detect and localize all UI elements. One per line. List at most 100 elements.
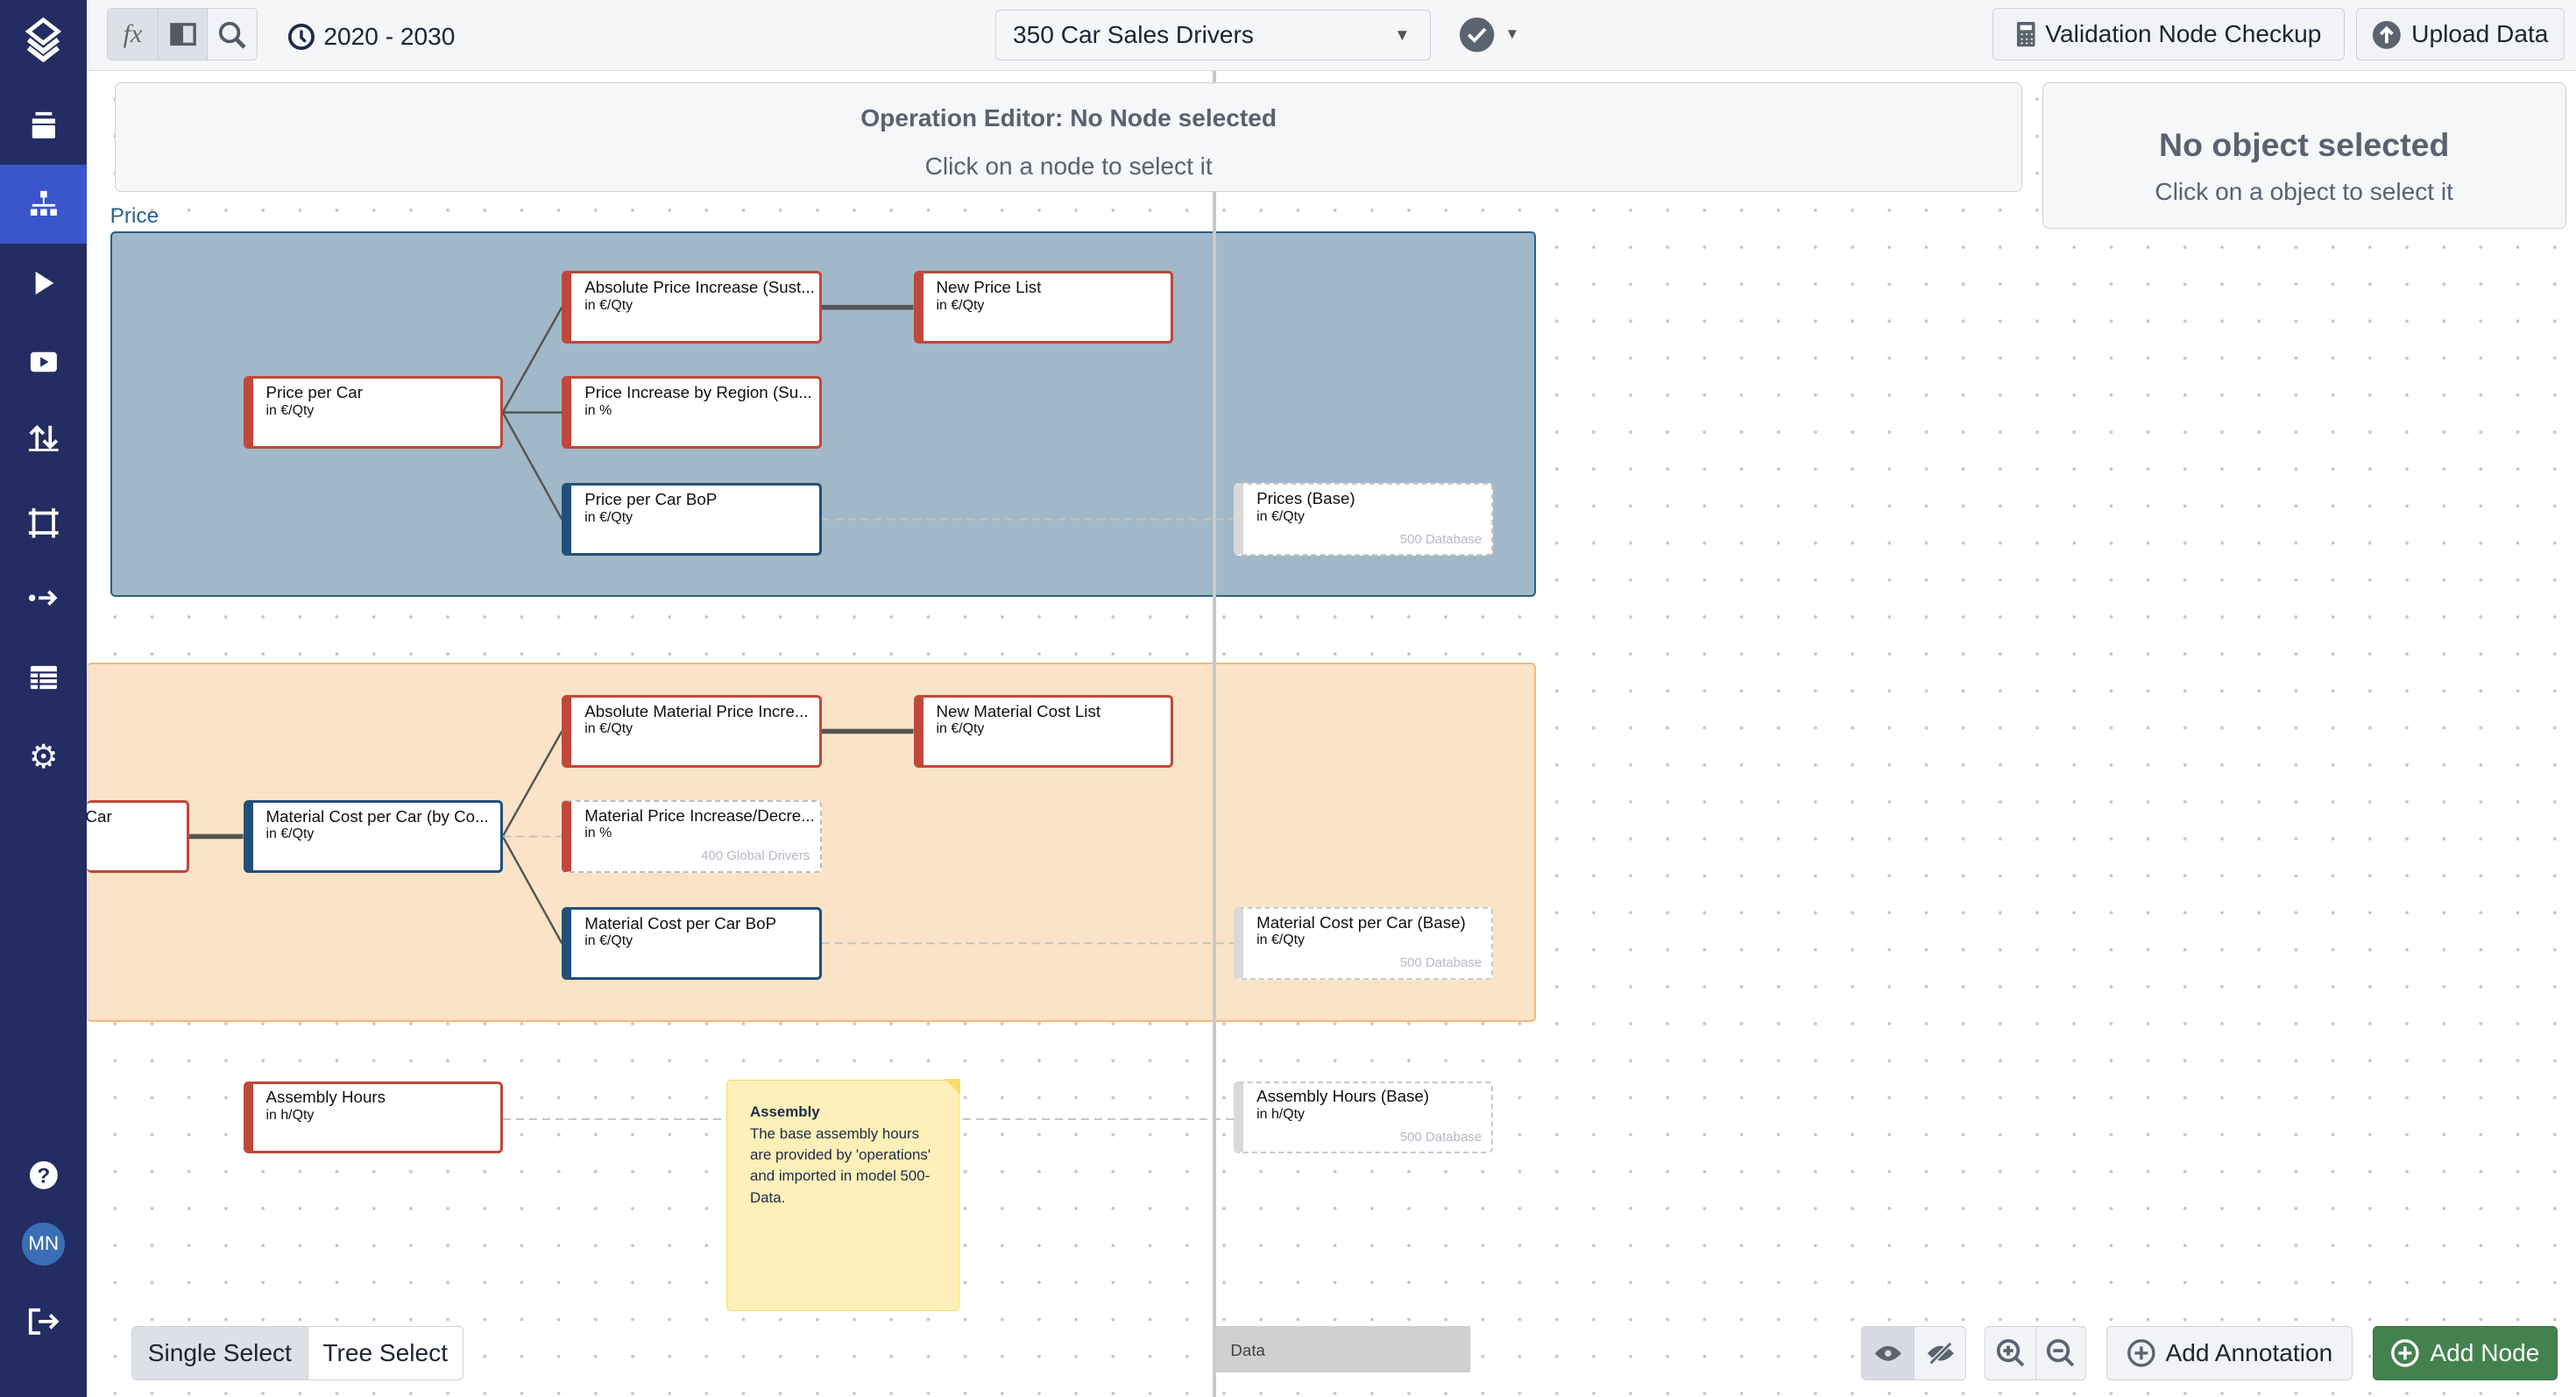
model-select[interactable]: 350 Car Sales Drivers▼ (995, 10, 1432, 61)
upload-data-button[interactable]: Upload Data (2355, 8, 2565, 61)
node-unit: in €/Qty (584, 933, 633, 949)
object-panel-title: No object selected (2159, 125, 2450, 163)
table-icon[interactable] (0, 638, 87, 717)
node-unit: in €/Qty (1256, 508, 1305, 524)
node-unit: in €/Qty (936, 297, 985, 313)
search-icon (219, 21, 247, 49)
chevron-down-icon: ▼ (1394, 25, 1411, 45)
search-button[interactable] (208, 9, 257, 60)
node-source: 500 Database (1399, 1130, 1483, 1145)
validation-node-checkup-button[interactable]: Validation Node Checkup (1992, 8, 2345, 61)
sitemap-icon[interactable] (0, 164, 88, 244)
operation-editor-subtitle: Click on a node to select it (924, 152, 1213, 180)
edge (501, 730, 563, 944)
eye-slash-icon (1927, 1341, 1954, 1365)
import-export-icon[interactable] (0, 398, 87, 477)
node-car-partial[interactable]: Car (87, 800, 189, 873)
node-name: New Material Cost List (936, 701, 1101, 720)
archive-icon[interactable] (0, 86, 87, 165)
avatar[interactable]: MN (0, 1204, 87, 1283)
upload-icon (2373, 20, 2401, 49)
tree-select-button[interactable]: Tree Select (322, 1339, 449, 1367)
zoom-in-button[interactable] (1985, 1327, 2037, 1379)
validation-status-dropdown[interactable]: ▼ (1459, 17, 1519, 53)
object-panel: No object selected Click on a object to … (2042, 82, 2566, 229)
calculator-icon (2016, 22, 2035, 47)
formula-button[interactable]: fx (107, 9, 159, 60)
operation-editor-panel: Operation Editor: No Node selected Click… (115, 82, 2023, 193)
crop-icon[interactable] (0, 483, 87, 562)
zoom-out-icon (2047, 1339, 2075, 1367)
gear-icon[interactable]: ⚙ (28, 737, 59, 775)
show-button[interactable] (1862, 1327, 1915, 1379)
zoom-out-button[interactable] (2036, 1327, 2085, 1379)
clock-icon (288, 24, 315, 51)
node-unit: in €/Qty (936, 721, 985, 737)
add-annotation-label: Add Annotation (2165, 1339, 2333, 1367)
select-mode-toggle: Single Select Tree Select (131, 1326, 464, 1380)
zoom-in-icon (1996, 1339, 2024, 1367)
node-source: 400 Global Drivers (701, 848, 810, 864)
video-icon[interactable] (0, 323, 87, 401)
period-divider[interactable] (1212, 70, 1216, 1397)
hide-button[interactable] (1914, 1327, 1965, 1379)
node-source: 500 Database (1399, 955, 1483, 971)
plus-circle-icon (2391, 1339, 2420, 1367)
node-absolute-price-increase[interactable]: Absolute Price Increase (Sust...in €/Qty (562, 271, 822, 344)
plus-circle-icon (2127, 1339, 2155, 1367)
eye-icon (1874, 1345, 1901, 1361)
question-icon[interactable]: ? (0, 1136, 87, 1215)
time-range[interactable]: 2020 - 2030 (287, 23, 455, 51)
view-toggle-group: fx (106, 8, 258, 61)
layers-icon[interactable] (0, 0, 87, 79)
node-name: Price Increase by Region (Su... (584, 383, 812, 401)
node-unit: in €/Qty (265, 826, 315, 842)
data-period-label: Data (1215, 1326, 1471, 1372)
node-unit: in €/Qty (265, 402, 315, 418)
logout-icon[interactable] (0, 1282, 87, 1361)
zoom-controls (1985, 1326, 2087, 1380)
sidebar-panel-icon (169, 23, 196, 46)
add-node-button[interactable]: Add Node (2372, 1326, 2558, 1380)
node-unit: in h/Qty (265, 1108, 315, 1123)
validation-button-label: Validation Node Checkup (2045, 20, 2322, 48)
sidebar: ⚙ ? MN (0, 0, 88, 1397)
node-name: Absolute Material Price Incre... (584, 701, 809, 720)
single-select-button[interactable]: Single Select (132, 1327, 308, 1379)
node-unit: in % (584, 826, 612, 841)
node-unit: in h/Qty (1256, 1107, 1305, 1122)
node-material-price-increase[interactable]: Material Price Increase/Decre...in % 400 … (562, 800, 822, 873)
add-node-label: Add Node (2430, 1339, 2540, 1367)
note-title: Assembly (750, 1103, 820, 1121)
group-label-price: Price (110, 203, 159, 228)
time-range-label: 2020 - 2030 (323, 23, 456, 51)
panel-toggle-button[interactable] (159, 9, 209, 60)
node-source: 500 Database (1399, 531, 1483, 547)
node-price-increase-by-region[interactable]: Price Increase by Region (Su...in % (562, 376, 822, 449)
play-icon[interactable] (0, 244, 87, 323)
node-unit: in €/Qty (584, 297, 633, 313)
node-absolute-material-price-increase[interactable]: Absolute Material Price Incre...in €/Qty (562, 695, 822, 768)
add-annotation-button[interactable]: Add Annotation (2105, 1326, 2353, 1380)
node-name: Assembly Hours (265, 1088, 386, 1107)
caret-down-icon: ▼ (1504, 25, 1520, 43)
node-name: Price per Car (265, 383, 363, 401)
node-name: Material Price Increase/Decre... (584, 805, 815, 825)
node-unit: in €/Qty (1256, 933, 1305, 948)
node-name: Car (87, 806, 112, 826)
arrow-right-icon[interactable] (0, 559, 87, 638)
upload-button-label: Upload Data (2411, 20, 2549, 48)
edge (501, 307, 563, 521)
node-material-cost-by-co[interactable]: Material Cost per Car (by Co...in €/Qty (243, 800, 503, 873)
